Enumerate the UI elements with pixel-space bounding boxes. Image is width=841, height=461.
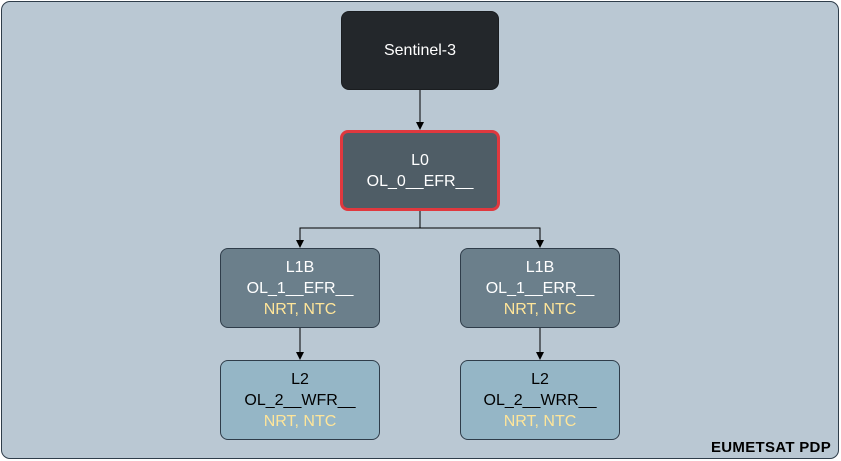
node-level: L2: [531, 370, 549, 388]
node-product: OL_1__ERR__: [485, 279, 595, 297]
node-label: Sentinel-3: [383, 42, 457, 59]
node-l0: L0 OL_0__EFR__: [340, 130, 500, 211]
node-level: L1B: [285, 258, 315, 276]
brand-label: EUMETSAT PDP: [711, 439, 831, 456]
node-product: OL_2__WRR__: [483, 391, 597, 409]
node-level: L0: [411, 151, 429, 169]
node-modes: NRT, NTC: [503, 412, 577, 430]
node-modes: NRT, NTC: [263, 300, 337, 318]
node-product: OL_2__WFR__: [244, 391, 356, 409]
node-modes: NRT, NTC: [503, 300, 577, 318]
node-l2-wfr: L2 OL_2__WFR__ NRT, NTC: [220, 360, 380, 440]
node-l1b-efr: L1B OL_1__EFR__ NRT, NTC: [220, 248, 380, 328]
node-l1b-err: L1B OL_1__ERR__ NRT, NTC: [460, 248, 620, 328]
node-level: L1B: [525, 258, 555, 276]
node-level: L2: [291, 370, 309, 388]
node-l2-wrr: L2 OL_2__WRR__ NRT, NTC: [460, 360, 620, 440]
node-product: OL_1__EFR__: [246, 279, 354, 297]
node-sentinel-3: Sentinel-3: [341, 11, 499, 90]
node-modes: NRT, NTC: [263, 412, 337, 430]
node-product: OL_0__EFR__: [366, 172, 474, 190]
